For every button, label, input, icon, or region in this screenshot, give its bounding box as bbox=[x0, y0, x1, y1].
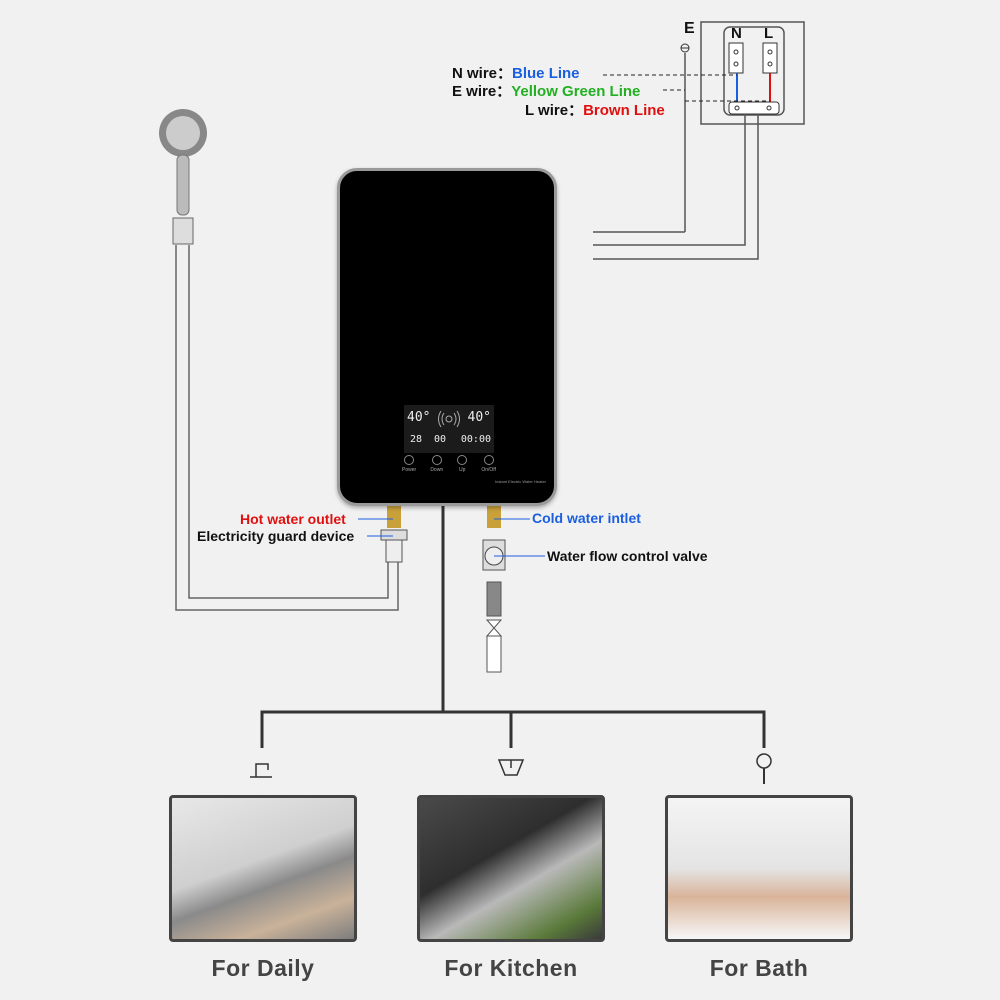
display-panel: 40° 40° 28 00 00:00 bbox=[404, 405, 494, 453]
up-label: Up bbox=[459, 467, 466, 473]
bath-use-photo bbox=[665, 795, 853, 942]
valve-label: Water flow control valve bbox=[547, 548, 708, 564]
onoff-label: On/Off bbox=[481, 467, 496, 473]
l-wire-label: L wire：Brown Line bbox=[525, 99, 665, 120]
cold-inlet-label: Cold water intlet bbox=[532, 510, 641, 526]
l-wire-color: Brown Line bbox=[583, 102, 665, 119]
e-wire-name: E wire： bbox=[452, 83, 512, 100]
terminal-n-label: N bbox=[731, 25, 742, 42]
l-wire-name: L wire： bbox=[525, 102, 584, 119]
e-wire-label: E wire：Yellow Green Line bbox=[452, 80, 640, 101]
temp-small: 28 bbox=[410, 434, 423, 445]
temp-right: 40° bbox=[467, 410, 491, 425]
control-buttons: Power Down Up On/Off bbox=[402, 455, 496, 473]
daily-use-photo bbox=[169, 795, 357, 942]
n-wire-name: N wire： bbox=[452, 65, 513, 82]
terminal-l-label: L bbox=[764, 25, 774, 42]
down-button[interactable]: Down bbox=[430, 455, 443, 473]
shower-icon bbox=[756, 753, 772, 784]
use-bath-caption: For Bath bbox=[709, 955, 809, 981]
power-label: Power bbox=[402, 467, 417, 473]
power-button[interactable]: Power bbox=[402, 455, 416, 473]
use-kitchen-caption: For Kitchen bbox=[444, 955, 578, 981]
use-daily-caption: For Daily bbox=[211, 955, 315, 981]
guard-label: Electricity guard device bbox=[197, 528, 355, 544]
faucet-icon bbox=[250, 763, 272, 778]
kitchen-use-photo bbox=[417, 795, 605, 942]
e-wire-color: Yellow Green Line bbox=[511, 83, 641, 100]
temp-left: 40° bbox=[407, 410, 431, 425]
down-label: Down bbox=[430, 467, 444, 473]
socket-box bbox=[700, 21, 805, 125]
hot-outlet-label: Hot water outlet bbox=[240, 511, 346, 527]
product-name: Instant Electric Water Heater bbox=[495, 479, 546, 484]
onoff-button[interactable]: On/Off bbox=[481, 455, 496, 473]
sink-icon bbox=[497, 759, 525, 776]
water-heater: 40° 40° 28 00 00:00 Power Down Up On/Off… bbox=[337, 168, 557, 506]
timer: 00:00 bbox=[460, 434, 491, 445]
n-wire-label: N wire：Blue Line bbox=[452, 62, 580, 83]
earth-label: E bbox=[684, 20, 695, 37]
up-button[interactable]: Up bbox=[457, 455, 468, 473]
n-wire-color: Blue Line bbox=[512, 65, 580, 82]
flow: 00 bbox=[434, 434, 447, 445]
wave-icon bbox=[438, 410, 460, 428]
